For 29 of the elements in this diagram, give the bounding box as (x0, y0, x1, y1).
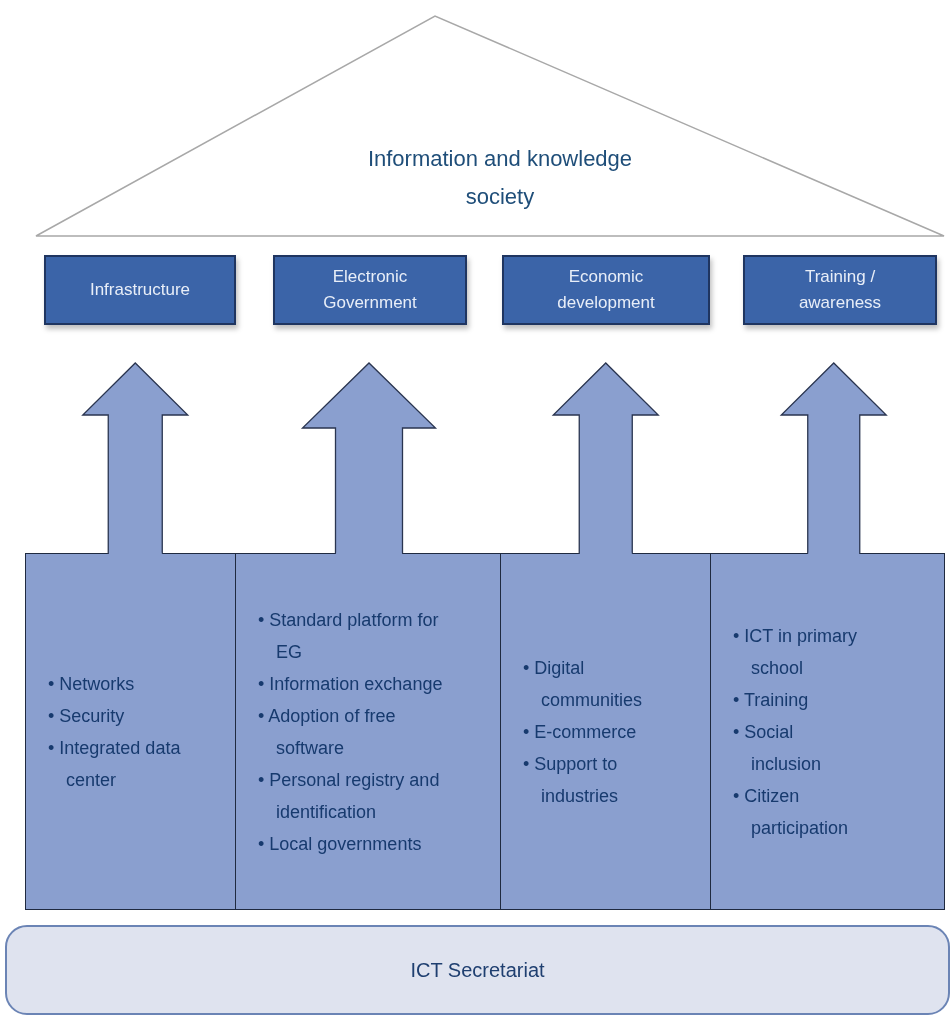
list-item: • Standard platform for EG (258, 608, 440, 664)
pillar-box: Infrastructure (44, 255, 236, 325)
block-arrow (779, 362, 888, 555)
list-item: • Integrated data center (48, 736, 182, 792)
pillar-box: Training / awareness (743, 255, 937, 325)
list-item: • Personal registry and identification (258, 768, 441, 824)
list-item: • Security (48, 704, 126, 728)
list-item: • Social inclusion (733, 720, 823, 776)
list-item: • Digital communities (523, 656, 644, 712)
list-panel (235, 553, 501, 910)
roof-title: Information and knowledge society (366, 145, 634, 211)
list-item: • Training (733, 688, 810, 712)
list-item: • E-commerce (523, 720, 638, 744)
list-item: • ICT in primary school (733, 624, 858, 680)
pillar-box: Economic development (502, 255, 710, 325)
list-panel (500, 553, 711, 910)
list-item: • Local governments (258, 832, 423, 856)
list-item: • Information exchange (258, 672, 444, 696)
list-item: • Citizen participation (733, 784, 850, 840)
list-item: • Support to industries (523, 752, 620, 808)
pillar-box: Electronic Government (273, 255, 467, 325)
foundation-bar: ICT Secretariat (5, 925, 950, 1015)
list-panel (710, 553, 945, 910)
block-arrow (300, 362, 438, 555)
block-arrow (551, 362, 660, 555)
block-arrow (81, 362, 190, 555)
list-item: • Adoption of free software (258, 704, 397, 760)
list-panel (25, 553, 236, 910)
list-item: • Networks (48, 672, 136, 696)
